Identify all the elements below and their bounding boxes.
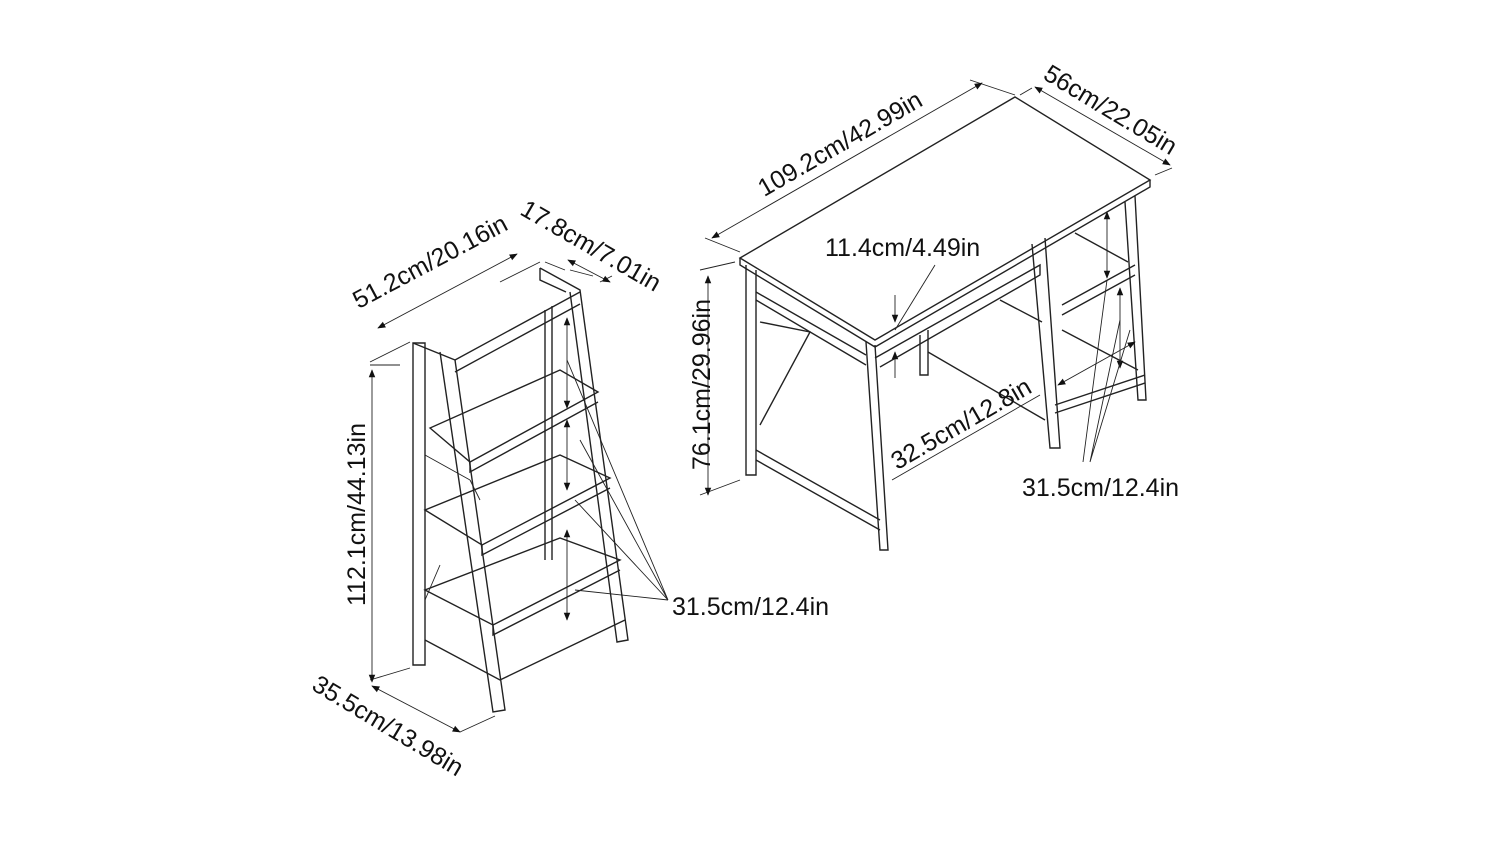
bookshelf-shelf-spacing-label: 31.5cm/12.4in: [672, 593, 830, 621]
desk-drawing: [699, 79, 1173, 551]
desk-height-label: 76.1cm/29.96in: [687, 299, 716, 470]
desk-shelf-spacing-label: 31.5cm/12.4in: [1022, 474, 1180, 502]
desk-drawer-gap-label: 11.4cm/4.49in: [825, 234, 981, 262]
bookshelf-drawing: [368, 253, 669, 733]
bookshelf-height-label: 112.1cm/44.13in: [343, 423, 371, 606]
